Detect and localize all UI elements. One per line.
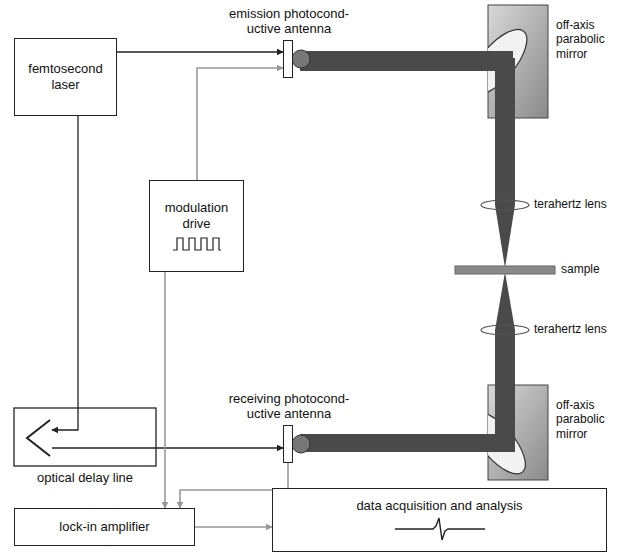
node-label: data acquisition and analysis bbox=[356, 498, 522, 514]
part-label: terahertz lens bbox=[534, 322, 614, 336]
driver-box: modulation drive bbox=[149, 180, 244, 272]
retroreflector bbox=[24, 418, 52, 458]
pulse-waveform bbox=[395, 516, 485, 542]
part-label: off-axis parabolic mirror bbox=[556, 18, 614, 61]
delay-line-frame bbox=[14, 408, 156, 466]
laser-beam-line bbox=[52, 116, 78, 430]
antenna: emission photocond- uctive antenna bbox=[283, 40, 293, 78]
part-label: sample bbox=[561, 262, 613, 276]
signal-line bbox=[164, 272, 166, 508]
node-label: femtosecond laser bbox=[21, 61, 110, 92]
laser-beam-line bbox=[117, 51, 283, 52]
node-label: emission photocond- uctive antenna bbox=[214, 6, 364, 37]
part-label: off-axis parabolic mirror bbox=[556, 398, 614, 441]
antenna-lens bbox=[292, 50, 310, 68]
amplifier-box: lock-in amplifier bbox=[14, 508, 195, 546]
delay-line: optical delay line bbox=[24, 418, 52, 458]
node-label: receiving photocond- uctive antenna bbox=[214, 391, 364, 422]
laser-box: femtosecond laser bbox=[14, 38, 117, 116]
square-wave-symbol bbox=[172, 236, 222, 252]
antenna-lens bbox=[292, 435, 310, 453]
signal-line bbox=[197, 68, 283, 180]
signal-line bbox=[195, 526, 272, 528]
terahertz-lens bbox=[481, 325, 529, 335]
part-label: terahertz lens bbox=[534, 197, 614, 211]
terahertz-lens bbox=[481, 200, 529, 210]
acquisition-box: data acquisition and analysis bbox=[272, 488, 607, 552]
node-label: modulation drive bbox=[156, 200, 237, 231]
laser-beam-line bbox=[52, 447, 283, 448]
antenna: receiving photocond- uctive antenna bbox=[283, 425, 293, 463]
node-label: optical delay line bbox=[14, 470, 156, 486]
sample-plate bbox=[455, 266, 555, 274]
node-label: lock-in amplifier bbox=[59, 519, 149, 535]
